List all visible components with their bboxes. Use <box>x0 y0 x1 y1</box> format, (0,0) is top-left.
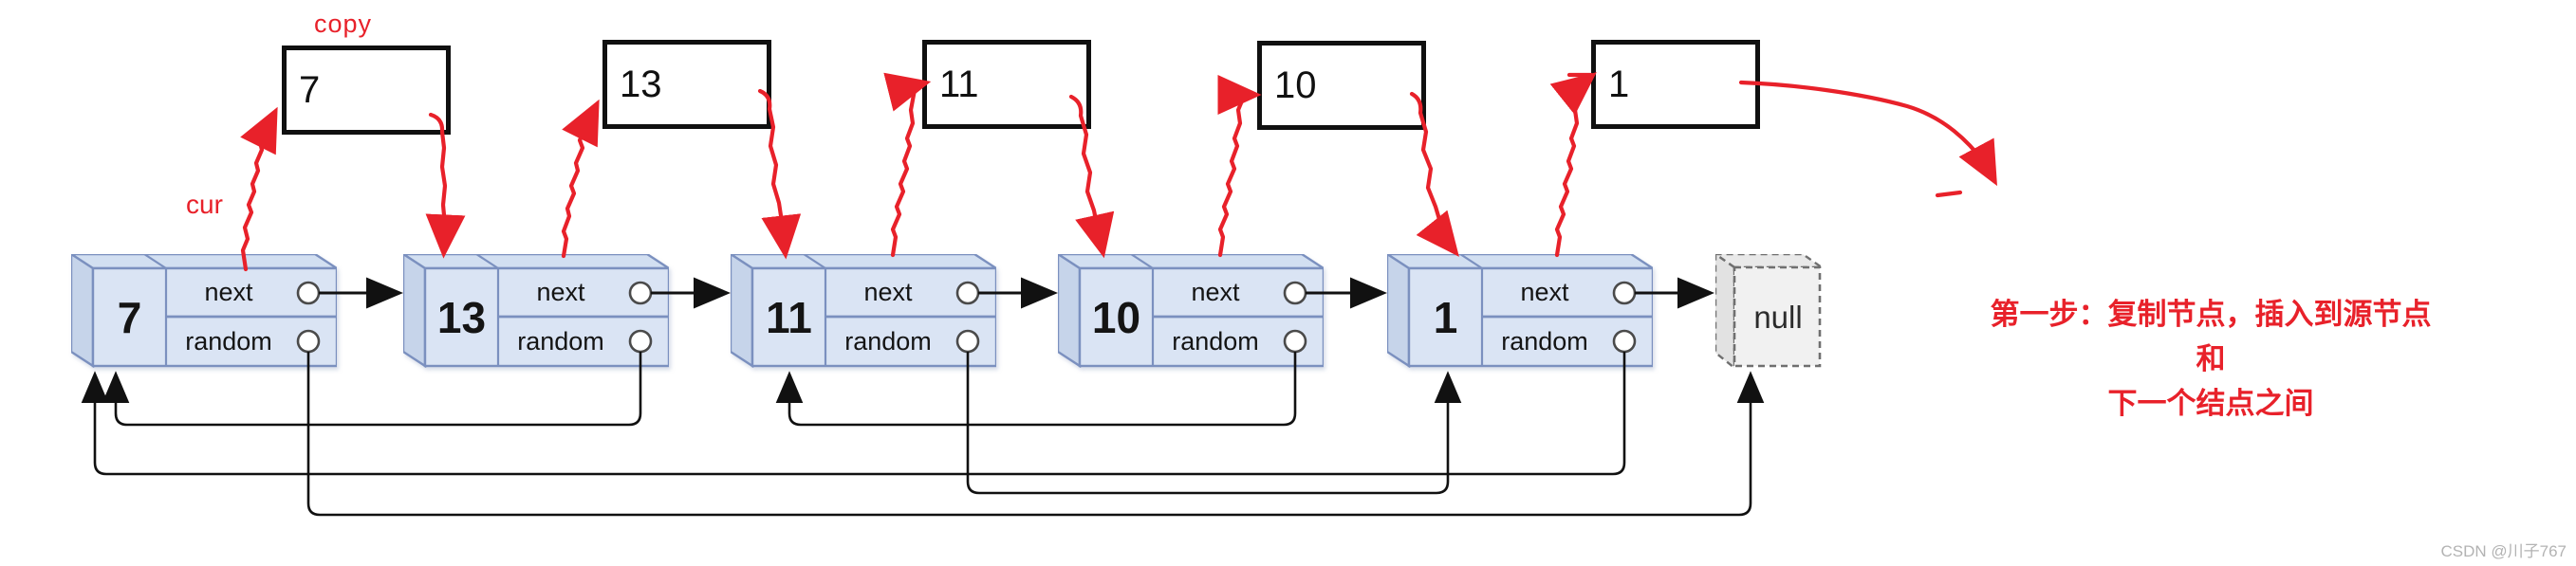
node-left-face <box>1387 254 1411 368</box>
step-annotation-line2: 下一个结点之间 <box>2107 387 2314 420</box>
copy-box-value: 7 <box>299 69 321 111</box>
copy-box-value: 1 <box>1608 64 1630 105</box>
node-left-face <box>731 254 754 368</box>
next-field-label: next <box>1191 278 1240 306</box>
copy-box-value: 10 <box>1274 64 1317 106</box>
node-top-face <box>1387 254 1653 270</box>
copy-box-10: 10 <box>1257 41 1426 130</box>
red-arrow-node11-to-copy11 <box>883 72 932 258</box>
next-field-label: next <box>536 278 585 306</box>
random-pointer-dot <box>628 329 653 354</box>
random-pointer-dot <box>955 329 980 354</box>
list-node-1: 1 next random <box>1387 254 1653 368</box>
random-arrow-1-to-7 <box>81 352 1626 476</box>
red-arrow-cur-to-copy7 <box>240 106 278 272</box>
node-value: 13 <box>436 292 487 342</box>
copy-label: copy <box>314 9 373 38</box>
node-box-graphic <box>71 254 337 368</box>
next-pointer-dot <box>1283 281 1307 305</box>
node-top-face <box>403 254 669 270</box>
node-box-graphic <box>403 254 669 368</box>
node-top-divider <box>143 254 167 269</box>
copy-box-13: 13 <box>602 40 771 129</box>
copy-box-1: 1 <box>1591 40 1760 129</box>
null-node: null <box>1712 251 1825 371</box>
red-arrow-copy1-onward <box>1738 80 1997 187</box>
next-field-label: next <box>1520 278 1569 306</box>
step-annotation: 第一步：复制节点，插入到源节点和 下一个结点之间 <box>1978 292 2443 426</box>
list-node-10: 10 next random <box>1058 254 1324 368</box>
random-field-label: random <box>1501 326 1588 356</box>
node-box-graphic <box>1387 254 1653 368</box>
random-pointer-dot <box>1612 329 1637 354</box>
node-top-face <box>1058 254 1324 270</box>
random-field-label: random <box>185 326 272 356</box>
random-arrow-11-to-1 <box>966 352 1462 495</box>
node-box-graphic <box>1058 254 1324 368</box>
red-arrow-node1-to-copy1 <box>1549 72 1597 258</box>
node-top-divider <box>1130 254 1154 269</box>
red-arrow-node10-to-copy10 <box>1217 75 1262 258</box>
null-left-face <box>1714 251 1736 371</box>
null-label: null <box>1753 300 1803 335</box>
node-value: 11 <box>766 292 812 342</box>
copy-box-11: 11 <box>922 40 1091 129</box>
next-field-label: next <box>204 278 253 306</box>
red-arrow-node13-to-copy13 <box>561 99 600 259</box>
next-pointer-dot <box>296 281 321 305</box>
node-value: 1 <box>1433 292 1458 342</box>
node-left-face <box>403 254 427 368</box>
node-top-face <box>731 254 996 270</box>
cur-label: cur <box>186 190 223 219</box>
null-box-graphic <box>1712 251 1825 371</box>
node-left-face <box>1058 254 1082 368</box>
node-top-divider <box>1459 254 1483 269</box>
random-field-label: random <box>844 326 932 356</box>
random-pointer-dot <box>1283 329 1307 354</box>
next-pointer-dot <box>628 281 653 305</box>
red-tick-onward <box>1935 190 1963 198</box>
next-pointer-dot <box>1612 281 1637 305</box>
watermark: CSDN @川子767 <box>2440 542 2567 560</box>
random-pointer-dot <box>296 329 321 354</box>
random-arrows <box>81 352 1765 517</box>
random-arrow-7-to-null <box>306 352 1765 517</box>
list-node-13: 13 next random <box>403 254 669 368</box>
node-value: 10 <box>1091 292 1141 342</box>
next-field-label: next <box>863 278 913 306</box>
node-top-divider <box>803 254 826 269</box>
node-value: 7 <box>117 292 142 342</box>
next-pointer-dot <box>955 281 980 305</box>
random-field-label: random <box>1172 326 1259 356</box>
null-front-face <box>1733 265 1822 368</box>
list-node-7: 7 next random <box>71 254 337 368</box>
step-annotation-line1: 第一步：复制节点，插入到源节点和 <box>1990 298 2432 375</box>
list-node-11: 11 next random <box>731 254 996 368</box>
copy-box-value: 11 <box>939 64 979 105</box>
node-left-face <box>71 254 95 368</box>
node-box-graphic <box>731 254 996 368</box>
copy-box-value: 13 <box>620 64 662 105</box>
node-top-divider <box>475 254 499 269</box>
random-field-label: random <box>517 326 604 356</box>
node-top-face <box>71 254 337 270</box>
copy-box-7: 7 <box>282 46 451 135</box>
